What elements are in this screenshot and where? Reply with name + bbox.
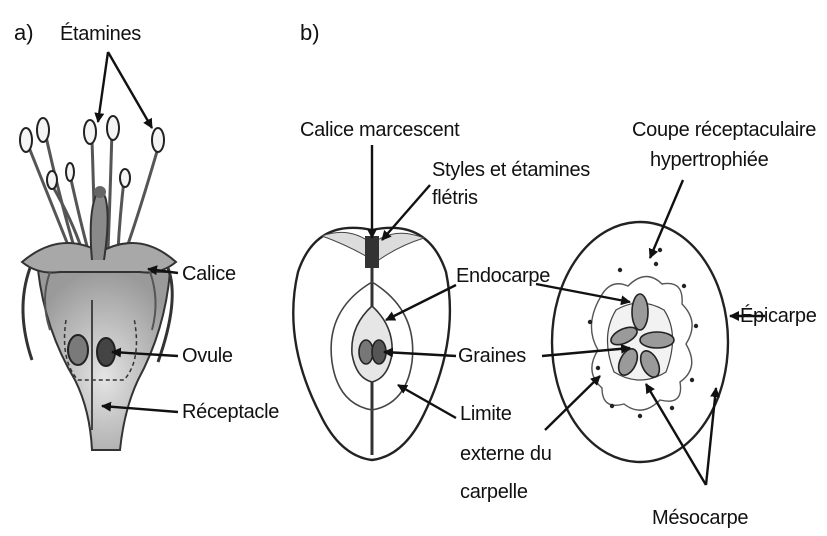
label-endocarp: Endocarpe (456, 265, 550, 287)
label-cup-line2: hypertrophiée (650, 149, 769, 171)
label-limit-line1: Limite (460, 403, 512, 425)
label-mesocarp: Mésocarpe (652, 507, 748, 529)
label-withered-line2: flétris (432, 187, 478, 209)
label-cup-line1: Coupe réceptaculaire (632, 119, 816, 141)
label-withered-line1: Styles et étamines (432, 159, 590, 181)
label-receptacle: Réceptacle (182, 401, 279, 423)
label-seeds: Graines (458, 345, 526, 367)
panel-label-b: b) (300, 20, 320, 45)
label-ovule: Ovule (182, 345, 233, 367)
fruit-longitudinal-section (293, 228, 450, 460)
label-persistent-calyx: Calice marcescent (300, 119, 460, 141)
label-limit-line2: externe du (460, 443, 552, 465)
panel-label-a: a) (14, 20, 34, 45)
label-stamens: Étamines (60, 22, 141, 45)
label-limit-line3: carpelle (460, 481, 528, 503)
label-calyx: Calice (182, 263, 236, 285)
label-epicarp: Épicarpe (740, 304, 817, 327)
fruit-cross-section (552, 222, 728, 462)
flower-illustration (20, 116, 176, 450)
